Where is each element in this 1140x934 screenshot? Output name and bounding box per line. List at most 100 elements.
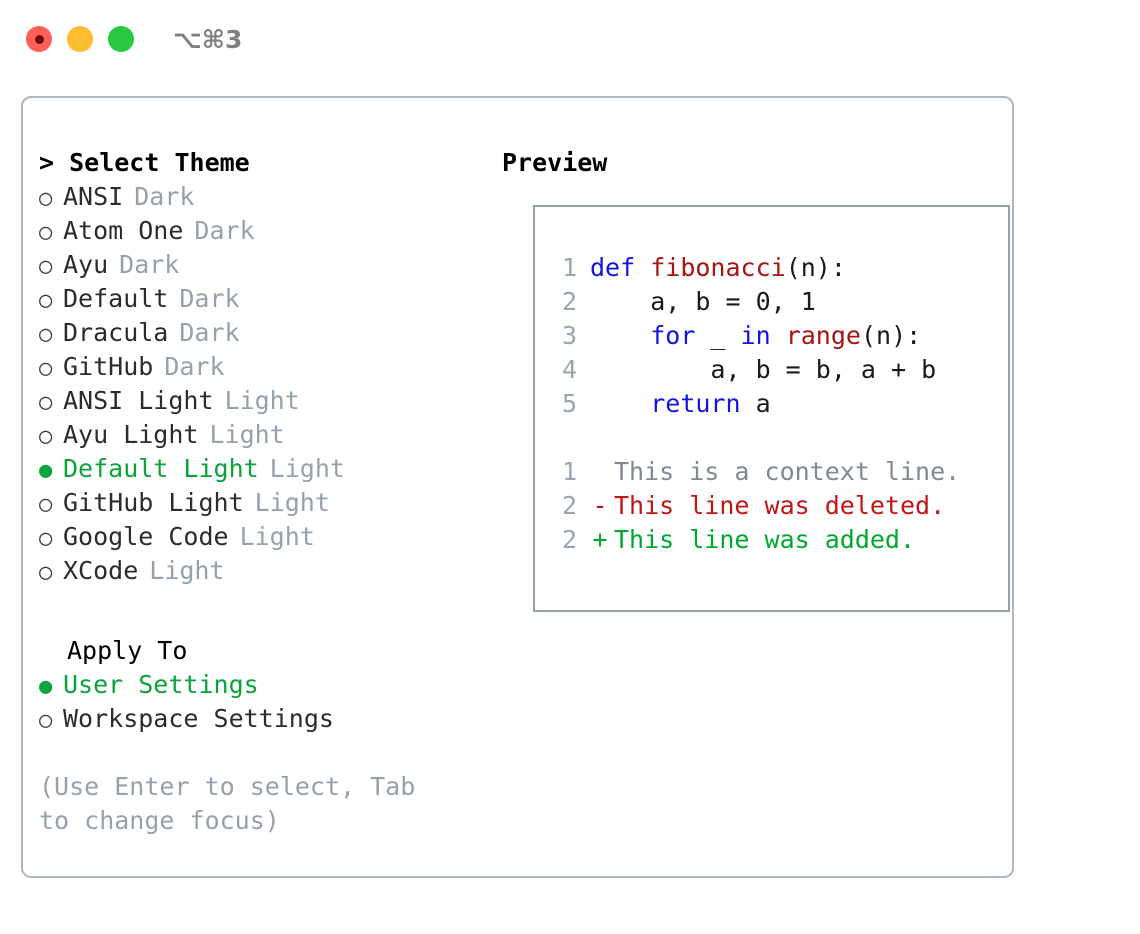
code-token-fn: range bbox=[785, 321, 861, 350]
code-line-text: a, b = b, a + b bbox=[590, 353, 936, 387]
radio-selected-icon: ● bbox=[39, 674, 53, 699]
theme-option-label: Ayu Light bbox=[63, 420, 199, 449]
radio-selected-icon: ● bbox=[39, 458, 53, 483]
theme-variant-badge: Light bbox=[224, 386, 300, 415]
code-line: 3 for _ in range(n): bbox=[547, 319, 997, 353]
apply-to-header: Apply To bbox=[67, 636, 188, 665]
radio-unselected-icon: ○ bbox=[39, 288, 53, 313]
theme-option-label: Atom One bbox=[63, 216, 184, 245]
code-line-text: for _ in range(n): bbox=[590, 319, 921, 353]
theme-option-label: GitHub Light bbox=[63, 488, 244, 517]
code-line-number: 4 bbox=[561, 355, 577, 384]
radio-unselected-icon: ○ bbox=[39, 254, 53, 279]
code-token-pl: a, b = b, a + b bbox=[590, 355, 937, 384]
theme-option-label: Dracula bbox=[63, 318, 169, 347]
code-blank-line bbox=[547, 421, 997, 455]
code-line: 5 return a bbox=[547, 387, 997, 421]
theme-option-label: ANSI Light bbox=[63, 386, 214, 415]
code-token-kw: for bbox=[650, 321, 696, 350]
code-token-pl bbox=[635, 253, 650, 282]
radio-unselected-icon: ○ bbox=[39, 356, 53, 381]
diff-line-number: 2 bbox=[561, 525, 577, 554]
diff-lines: 1 This is a context line.2-This line was… bbox=[547, 455, 997, 557]
keyboard-shortcut-label: ⌥⌘3 bbox=[173, 24, 243, 54]
title-bar: ⌥⌘3 bbox=[0, 0, 1140, 78]
theme-option-label: Default Light bbox=[63, 454, 259, 483]
theme-variant-badge: Light bbox=[254, 488, 330, 517]
code-token-pl: (n): bbox=[785, 253, 846, 282]
theme-option-default-light[interactable]: ● Default Light Light bbox=[39, 452, 499, 486]
theme-variant-badge: Dark bbox=[134, 182, 195, 211]
preview-title: Preview bbox=[502, 148, 608, 177]
code-token-kw: def bbox=[590, 253, 636, 282]
diff-sign-icon: - bbox=[592, 491, 608, 520]
diff-line-text: This line was added. bbox=[614, 525, 916, 554]
apply-to-option-workspace-settings[interactable]: ○ Workspace Settings bbox=[39, 702, 499, 736]
code-line-number: 2 bbox=[561, 287, 577, 316]
code-line: 4 a, b = b, a + b bbox=[547, 353, 997, 387]
code-line-text: def fibonacci(n): bbox=[590, 251, 846, 285]
diff-line-added: 2 +This line was added. bbox=[547, 523, 997, 557]
theme-option-default[interactable]: ○ Default Dark bbox=[39, 282, 499, 316]
radio-unselected-icon: ○ bbox=[39, 424, 53, 449]
keyboard-hint-text: (Use Enter to select, Tab to change focu… bbox=[39, 772, 431, 835]
diff-line-number: 1 bbox=[561, 457, 577, 486]
theme-option-label: Default bbox=[63, 284, 169, 313]
apply-to-option-label: User Settings bbox=[63, 670, 259, 699]
diff-line-text: This is a context line. bbox=[614, 457, 961, 486]
code-token-pl bbox=[590, 321, 650, 350]
apply-to-option-user-settings[interactable]: ● User Settings bbox=[39, 668, 499, 702]
theme-option-github-light[interactable]: ○ GitHub Light Light bbox=[39, 486, 499, 520]
radio-unselected-icon: ○ bbox=[39, 492, 53, 517]
theme-variant-badge: Light bbox=[149, 556, 225, 585]
radio-unselected-icon: ○ bbox=[39, 186, 53, 211]
code-line-text: a, b = 0, 1 bbox=[590, 285, 816, 319]
radio-unselected-icon: ○ bbox=[39, 708, 53, 733]
diff-line-text: This line was deleted. bbox=[614, 491, 946, 520]
theme-variant-badge: Dark bbox=[179, 284, 240, 313]
code-token-pl bbox=[771, 321, 786, 350]
code-line-number: 5 bbox=[561, 389, 577, 418]
diff-sign-icon: + bbox=[592, 525, 608, 554]
theme-variant-badge: Light bbox=[269, 454, 345, 483]
theme-option-label: Google Code bbox=[63, 522, 229, 551]
theme-variant-badge: Dark bbox=[164, 352, 225, 381]
code-token-kw: return bbox=[650, 389, 741, 418]
list-spacer bbox=[39, 588, 499, 634]
diff-line-deleted: 2-This line was deleted. bbox=[547, 489, 997, 523]
code-line-text: return a bbox=[590, 387, 770, 421]
theme-option-label: XCode bbox=[63, 556, 139, 585]
radio-unselected-icon: ○ bbox=[39, 560, 53, 585]
select-theme-title: > Select Theme bbox=[39, 148, 250, 177]
theme-option-label: Ayu bbox=[63, 250, 109, 279]
code-line: 2 a, b = 0, 1 bbox=[547, 285, 997, 319]
apply-to-list[interactable]: ● User Settings ○ Workspace Settings bbox=[39, 668, 499, 736]
minimize-button[interactable] bbox=[67, 26, 93, 52]
apply-to-option-label: Workspace Settings bbox=[63, 704, 334, 733]
code-token-pl: (n): bbox=[860, 321, 922, 350]
recording-indicator-icon bbox=[34, 34, 44, 44]
code-line-number: 3 bbox=[561, 321, 577, 350]
diff-line-context: 1 This is a context line. bbox=[547, 455, 997, 489]
theme-option-xcode[interactable]: ○ XCode Light bbox=[39, 554, 499, 588]
close-button[interactable] bbox=[26, 26, 52, 52]
theme-option-ayu-light[interactable]: ○ Ayu Light Light bbox=[39, 418, 499, 452]
zoom-button[interactable] bbox=[108, 26, 134, 52]
code-token-kw: in bbox=[740, 321, 771, 350]
theme-variant-badge: Light bbox=[209, 420, 285, 449]
